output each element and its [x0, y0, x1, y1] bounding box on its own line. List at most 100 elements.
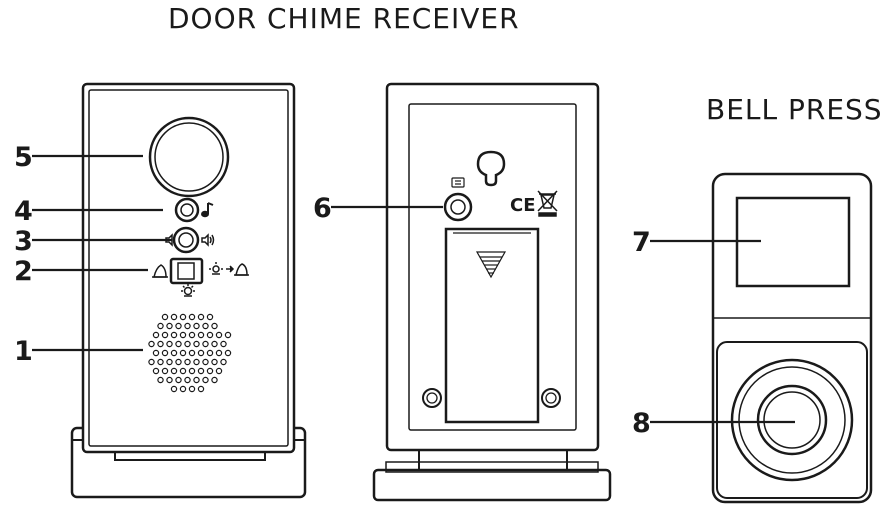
grille-hole [157, 358, 164, 366]
grille-hole [202, 322, 209, 330]
grille-hole [206, 313, 214, 321]
grille-hole [197, 385, 205, 393]
grille-hole [197, 367, 205, 375]
note-icon [201, 202, 214, 218]
callout-1: 1 [14, 336, 33, 367]
receiver-back: CE [372, 82, 612, 502]
grille-hole [224, 349, 232, 357]
push-button-ring-outer [730, 358, 854, 482]
grille-hole [215, 349, 223, 357]
grille-hole [170, 367, 178, 375]
ce-mark: CE [510, 195, 536, 216]
grille-hole [170, 331, 178, 339]
callout-6: 6 [313, 193, 332, 224]
volume-high-icon [201, 233, 215, 247]
grille-hole [184, 376, 191, 384]
battery-cover-grip [475, 251, 507, 279]
callout-2: 2 [14, 256, 33, 287]
grille-hole [215, 331, 223, 339]
grille-hole [179, 367, 187, 375]
grille-hole [157, 322, 164, 330]
grille-hole [152, 331, 160, 339]
grille-hole [220, 358, 227, 366]
grille-hole [184, 322, 191, 330]
screw-left [422, 388, 442, 408]
grille-hole [148, 358, 155, 366]
grille-hole [170, 349, 178, 357]
grille-hole [184, 340, 191, 348]
keyhole-icon [476, 150, 506, 187]
grille-hole [179, 385, 187, 393]
grille-hole [197, 313, 205, 321]
grille-hole [188, 313, 196, 321]
light-to-bell-icon [209, 262, 249, 276]
grille-hole [188, 385, 196, 393]
grille-hole [202, 376, 209, 384]
grille-hole [148, 340, 155, 348]
grille-hole [157, 340, 164, 348]
battery-icon [451, 177, 465, 188]
grille-hole [211, 340, 218, 348]
grille-hole [166, 340, 173, 348]
volume-knob [172, 226, 200, 254]
grille-hole [220, 340, 227, 348]
grille-hole [175, 358, 182, 366]
bell-press-body [711, 172, 873, 504]
grille-hole [197, 331, 205, 339]
screw-right [541, 388, 561, 408]
grille-hole [161, 367, 169, 375]
grille-hole [179, 313, 187, 321]
volume-low-icon [165, 233, 173, 247]
receiver-front [70, 82, 307, 499]
mode-switch [169, 257, 204, 285]
weee-bin-icon [537, 190, 558, 217]
callout-5: 5 [14, 142, 33, 173]
leader-lines [32, 154, 795, 424]
grille-hole [152, 367, 160, 375]
receiver-front-body [81, 82, 296, 454]
grille-hole [193, 322, 200, 330]
grille-hole [202, 340, 209, 348]
melody-button [174, 197, 200, 223]
grille-hole [157, 376, 164, 384]
push-button [756, 384, 828, 456]
grille-hole [161, 331, 169, 339]
callout-7: 7 [632, 227, 651, 258]
receiver-top-lens [148, 116, 230, 198]
grille-hole [170, 313, 178, 321]
grille-hole [206, 349, 214, 357]
receiver-title: DOOR CHIME RECEIVER [168, 2, 520, 35]
grille-hole [211, 376, 218, 384]
grille-hole [175, 376, 182, 384]
battery-cover [444, 227, 540, 424]
grille-hole [152, 349, 160, 357]
bell-icon [152, 264, 168, 278]
grille-hole [161, 313, 169, 321]
grille-hole [179, 331, 187, 339]
grille-hole [166, 358, 173, 366]
grille-hole [211, 358, 218, 366]
receiver-back-stand [372, 468, 612, 502]
grille-hole [188, 367, 196, 375]
bell-press-title: BELL PRESS [706, 93, 883, 126]
grille-hole [179, 349, 187, 357]
speaker-grille [148, 313, 232, 393]
grille-hole [202, 358, 209, 366]
grille-hole [215, 367, 223, 375]
grille-hole [193, 358, 200, 366]
mounting-hole-button [443, 192, 473, 222]
grille-hole [170, 385, 178, 393]
grille-hole [166, 376, 173, 384]
bell-press [711, 172, 873, 504]
receiver-back-body [385, 82, 600, 452]
grille-hole [175, 340, 182, 348]
grille-hole [206, 331, 214, 339]
grille-hole [175, 322, 182, 330]
grille-hole [166, 322, 173, 330]
grille-hole [184, 358, 191, 366]
callout-3: 3 [14, 226, 33, 257]
grille-hole [193, 340, 200, 348]
grille-hole [193, 376, 200, 384]
